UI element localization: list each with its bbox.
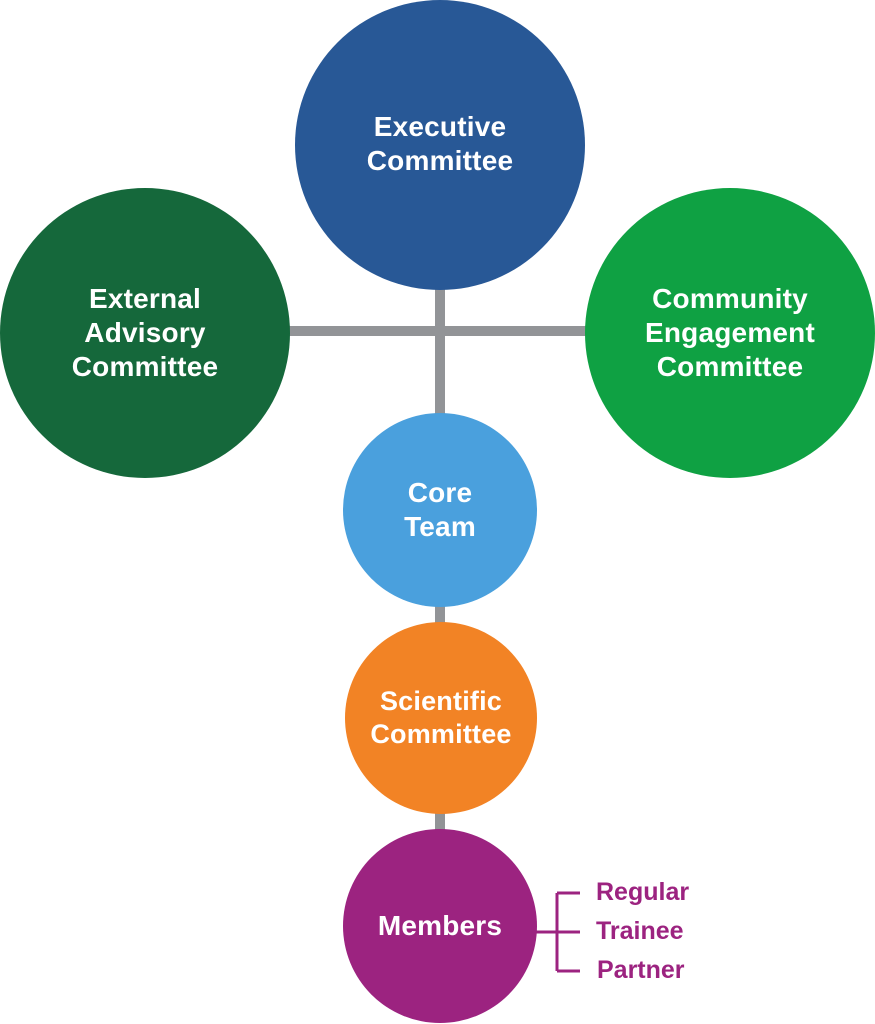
external-advisory-committee-node: External Advisory Committee xyxy=(0,188,290,478)
member-type-partner: Partner xyxy=(597,956,685,984)
core-team-node: Core Team xyxy=(343,413,537,607)
community-engagement-committee-node: Community Engagement Committee xyxy=(585,188,875,478)
executive-committee-node: Executive Committee xyxy=(295,0,585,290)
member-types-bracket xyxy=(535,891,580,973)
scientific-committee-node: Scientific Committee xyxy=(345,622,537,814)
executive-committee-label: Executive Committee xyxy=(366,110,514,176)
core-team-label: Core Team xyxy=(404,476,476,542)
member-type-regular: Regular xyxy=(596,878,690,906)
scientific-committee-label: Scientific Committee xyxy=(370,686,512,749)
members-label: Members xyxy=(377,909,503,941)
community-engagement-committee-label: Community Engagement Committee xyxy=(644,282,816,383)
member-type-trainee: Trainee xyxy=(596,917,684,945)
members-node: Members xyxy=(343,829,537,1023)
external-advisory-committee-label: External Advisory Committee xyxy=(71,282,219,383)
